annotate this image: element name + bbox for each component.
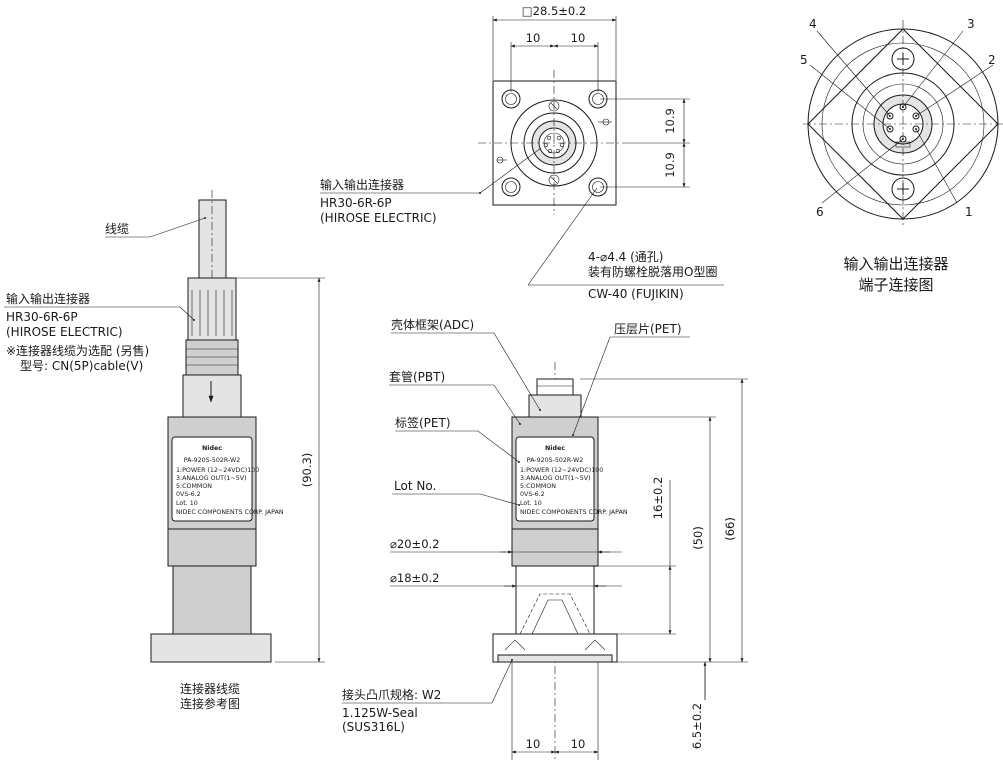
front-receptacle [536, 378, 574, 396]
left-product-label [171, 436, 253, 522]
front-product-label [515, 436, 595, 522]
dim-6-5: 6.5±0.2 [690, 703, 704, 749]
right-dim-upper: 10.9 [663, 108, 677, 134]
left-caption-1: 连接器线缆 [180, 681, 240, 696]
left-label-lot: Lot. 10 [176, 500, 198, 507]
left-label-line1: 1:POWER (12~24VDC)100 [176, 467, 259, 474]
dim-16: 16±0.2 [651, 477, 665, 520]
height-dim-90: (90.3) [300, 453, 314, 488]
fitting-label: 接头凸爪规格: W2 [342, 687, 441, 702]
left-connector-model: HR30-6R-6P [6, 310, 78, 324]
front-label-brand: Nidec [545, 445, 565, 452]
top-connector-label: 输入输出连接器 [320, 177, 404, 192]
left-label-line2: 3:ANALOG OUT(1~5V) [176, 475, 247, 482]
top-flange-outline [492, 80, 617, 206]
sleeve-label: 套管(PBT) [389, 369, 445, 384]
bottom-dim-right: 10 [571, 737, 586, 751]
front-label-line3: 5:COMMON [520, 483, 556, 490]
top-view: □28.5±0.2 10 10 10.9 10.9 输入输出连接器 HR30-6… [320, 4, 724, 301]
lot-label: Lot No. [394, 479, 436, 493]
right-dim-lower: 10.9 [663, 152, 677, 178]
pin-6-label: 6 [816, 205, 824, 219]
left-connector-label: 输入输出连接器 [6, 291, 90, 306]
dia20-label: ⌀20±0.2 [390, 537, 439, 551]
bottom-dim-left: 10 [526, 737, 541, 751]
pin-caption-1: 输入输出连接器 [843, 255, 948, 273]
cable [198, 199, 227, 279]
top-dim-right: 10 [571, 31, 586, 45]
dim-50: (50) [691, 526, 705, 550]
top-connector-model: HR30-6R-6P [320, 196, 392, 210]
front-label-maker: NIDEC COMPONENTS CORP. JAPAN [520, 509, 628, 516]
pin-2-label: 2 [988, 53, 996, 67]
pin-4-label: 4 [809, 17, 817, 31]
front-label-line4: 0VS-6.2 [520, 491, 545, 498]
left-connector-nut [187, 277, 237, 341]
dim-66: (66) [723, 517, 737, 541]
front-label-model: PA-920S-502R-W2 [527, 457, 584, 464]
housing-label: 壳体框架(ADC) [391, 318, 474, 332]
tag-label: 标签(PET) [395, 415, 451, 430]
front-label-lot: Lot. 10 [520, 500, 542, 507]
left-caption-2: 连接参考图 [180, 696, 240, 711]
left-label-maker: NIDEC COMPONENTS CORP. JAPAN [176, 509, 284, 516]
pin-1-label: 1 [965, 205, 973, 219]
fitting-seal: 1.125W-Seal [342, 706, 418, 720]
left-label-line3: 5:COMMON [176, 483, 212, 490]
hole-note-3: CW-40 (FUJIKIN) [588, 287, 684, 301]
fitting-material: (SUS316L) [342, 720, 405, 734]
square-dim: □28.5±0.2 [522, 4, 586, 18]
front-label-line1: 1:POWER (12~24VDC)100 [520, 467, 603, 474]
left-label-model: PA-920S-502R-W2 [184, 457, 241, 464]
hole-note-2: 装有防螺栓脱落用O型圈 [588, 264, 717, 279]
press-label: 压层片(PET) [614, 322, 682, 336]
cable-label: 线缆 [105, 222, 129, 236]
dia18-label: ⌀18±0.2 [390, 571, 439, 585]
option-note-1: ※连接器线缆为选配 (另售) [6, 343, 149, 358]
hole-note-1: 4-⌀4.4 (通孔) [588, 250, 663, 264]
left-label-brand: Nidec [202, 445, 222, 452]
pin-5-label: 5 [800, 53, 808, 67]
left-view: Nidec PA-920S-502R-W2 1:POWER (12~24VDC)… [4, 190, 325, 711]
option-note-2: 型号: CN(5P)cable(V) [20, 359, 143, 373]
pin-view: 1 2 3 4 5 6 输入输出连接器 端子连接图 [800, 17, 1003, 294]
left-connector-maker: (HIROSE ELECTRIC) [6, 325, 123, 339]
pin-caption-2: 端子连接图 [858, 276, 933, 294]
front-label-line2: 3:ANALOG OUT(1~5V) [520, 475, 591, 482]
top-dim-left: 10 [526, 31, 541, 45]
pin-3-label: 3 [967, 17, 975, 31]
left-label-line4: 0VS-6.2 [176, 491, 201, 498]
front-view: Nidec PA-920S-502R-W2 1:POWER (12~24VDC)… [342, 318, 748, 762]
top-connector-maker: (HIROSE ELECTRIC) [320, 211, 437, 225]
left-thread [185, 339, 239, 376]
left-base-flange [150, 633, 272, 663]
